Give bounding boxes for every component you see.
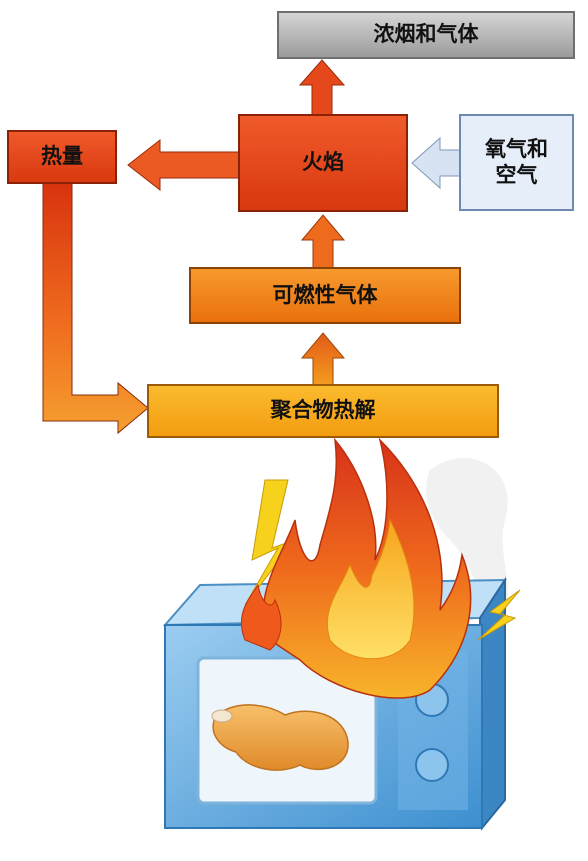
oxygen-label: 氧气和 空气: [485, 137, 548, 187]
smoke-box-shape: [277, 11, 575, 59]
arrow-gas-to-flame: [300, 214, 346, 271]
heat-box: 热量: [8, 131, 116, 183]
arrow-pyrolysis-to-gas: [300, 332, 346, 389]
arrow-flame-to-smoke: [298, 59, 346, 116]
flame-box: 火焰: [239, 115, 407, 211]
smoke-label: 浓烟和气体: [373, 22, 479, 47]
pyrolysis-box-shape: [147, 384, 499, 438]
flame-label: 火焰: [302, 150, 344, 175]
chicken-leg-icon: [211, 704, 349, 771]
arrow-oxygen-to-flame: [411, 136, 461, 190]
gas-label: 可燃性气体: [272, 282, 378, 307]
pyrolysis-label: 聚合物热解: [270, 398, 376, 423]
gas-box: 可燃性气体: [190, 268, 460, 323]
pyrolysis-box: 聚合物热解: [148, 385, 498, 437]
microwave-fire-illustration: [162, 437, 521, 831]
oxygen-box: 氧气和 空气: [460, 115, 573, 210]
lightning-bolt-icon: [477, 589, 521, 641]
smoke-box: 浓烟和气体: [278, 12, 574, 58]
fire-icon: [240, 437, 472, 699]
lightning-bolt-icon: [244, 479, 297, 606]
gas-box-shape: [189, 267, 461, 324]
arrow-flame-to-heat: [127, 138, 241, 192]
heat-label: 热量: [41, 144, 83, 169]
flame-box-shape: [238, 114, 408, 212]
heat-box-shape: [7, 130, 117, 184]
oxygen-box-shape: [459, 114, 574, 211]
dial-icon: [415, 748, 449, 782]
arrow-heat-to-pyrolysis: [42, 181, 149, 435]
